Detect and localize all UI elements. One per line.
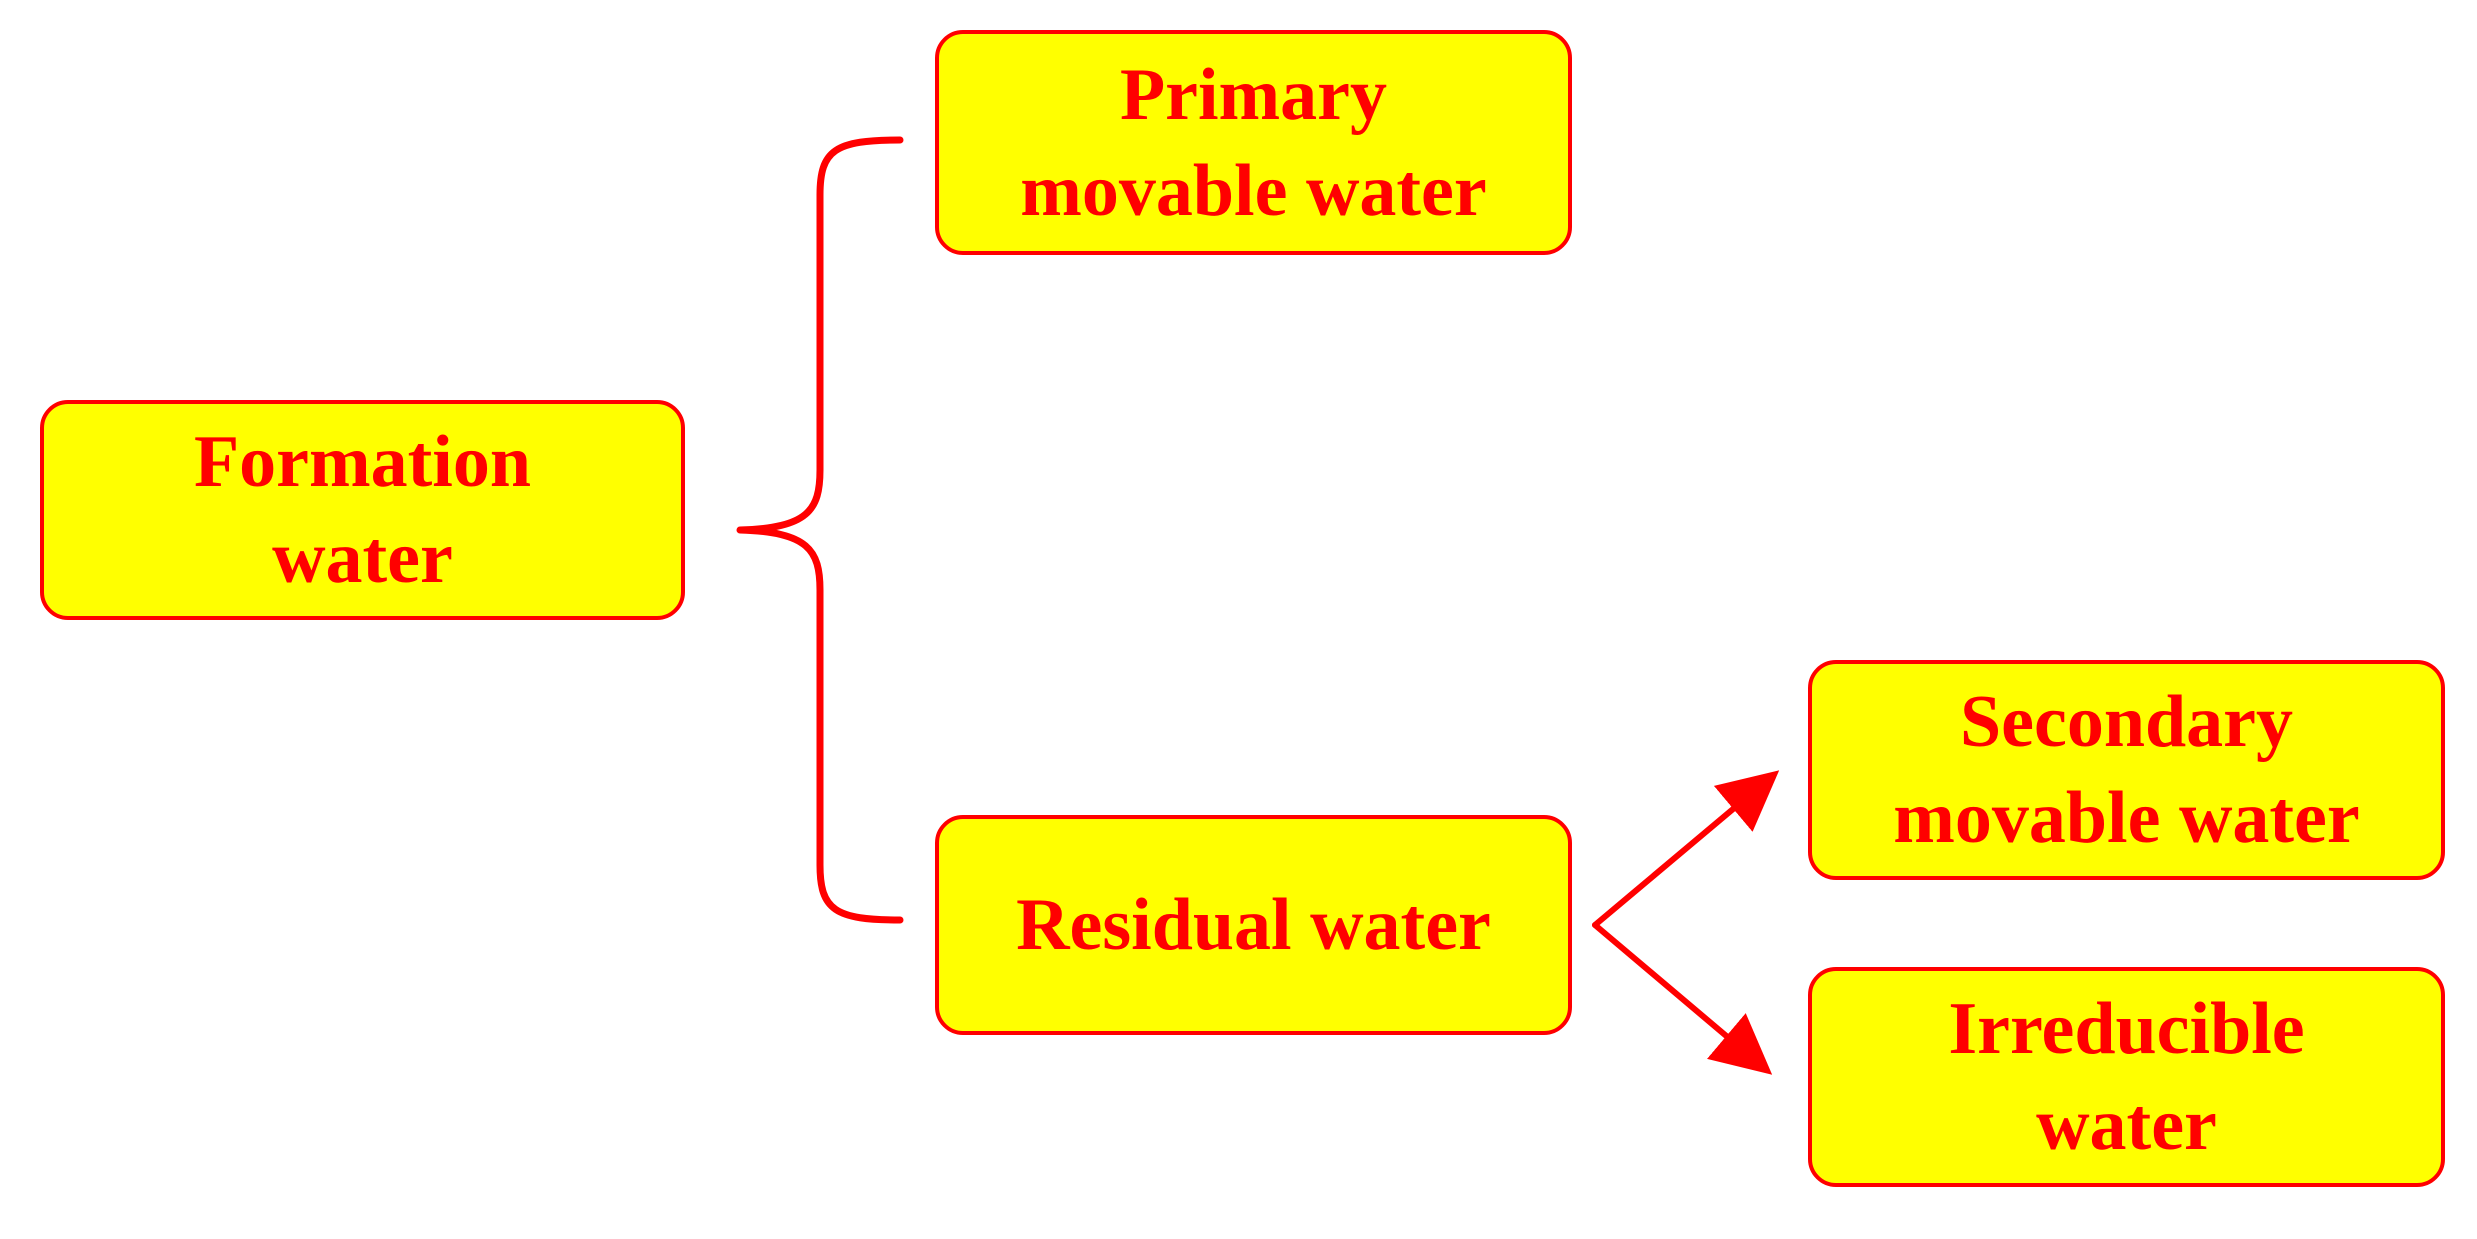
node-irreducible-water: Irreducible water [1808, 967, 2445, 1187]
node-primary-movable-water: Primary movable water [935, 30, 1572, 255]
arrow-to-secondary-movable-water [1592, 770, 1780, 928]
node-residual-water: Residual water [935, 815, 1572, 1035]
node-secondary-movable-water: Secondary movable water [1808, 660, 2445, 880]
curly-bracket [736, 136, 904, 924]
arrow-to-irreducible-water [1592, 922, 1773, 1075]
node-formation-water: Formation water [40, 400, 685, 620]
